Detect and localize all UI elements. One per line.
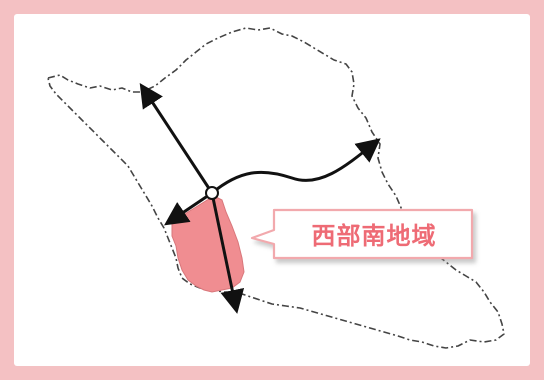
map-panel	[14, 14, 530, 366]
arrow-north	[139, 82, 214, 194]
arrow-west	[164, 191, 213, 226]
region-label: 西部南地域	[312, 222, 437, 250]
center-point	[205, 186, 219, 200]
region-callout	[250, 208, 474, 260]
arrow-south	[210, 192, 245, 314]
arrow-east	[211, 138, 381, 195]
city-boundary-outline	[47, 27, 505, 349]
